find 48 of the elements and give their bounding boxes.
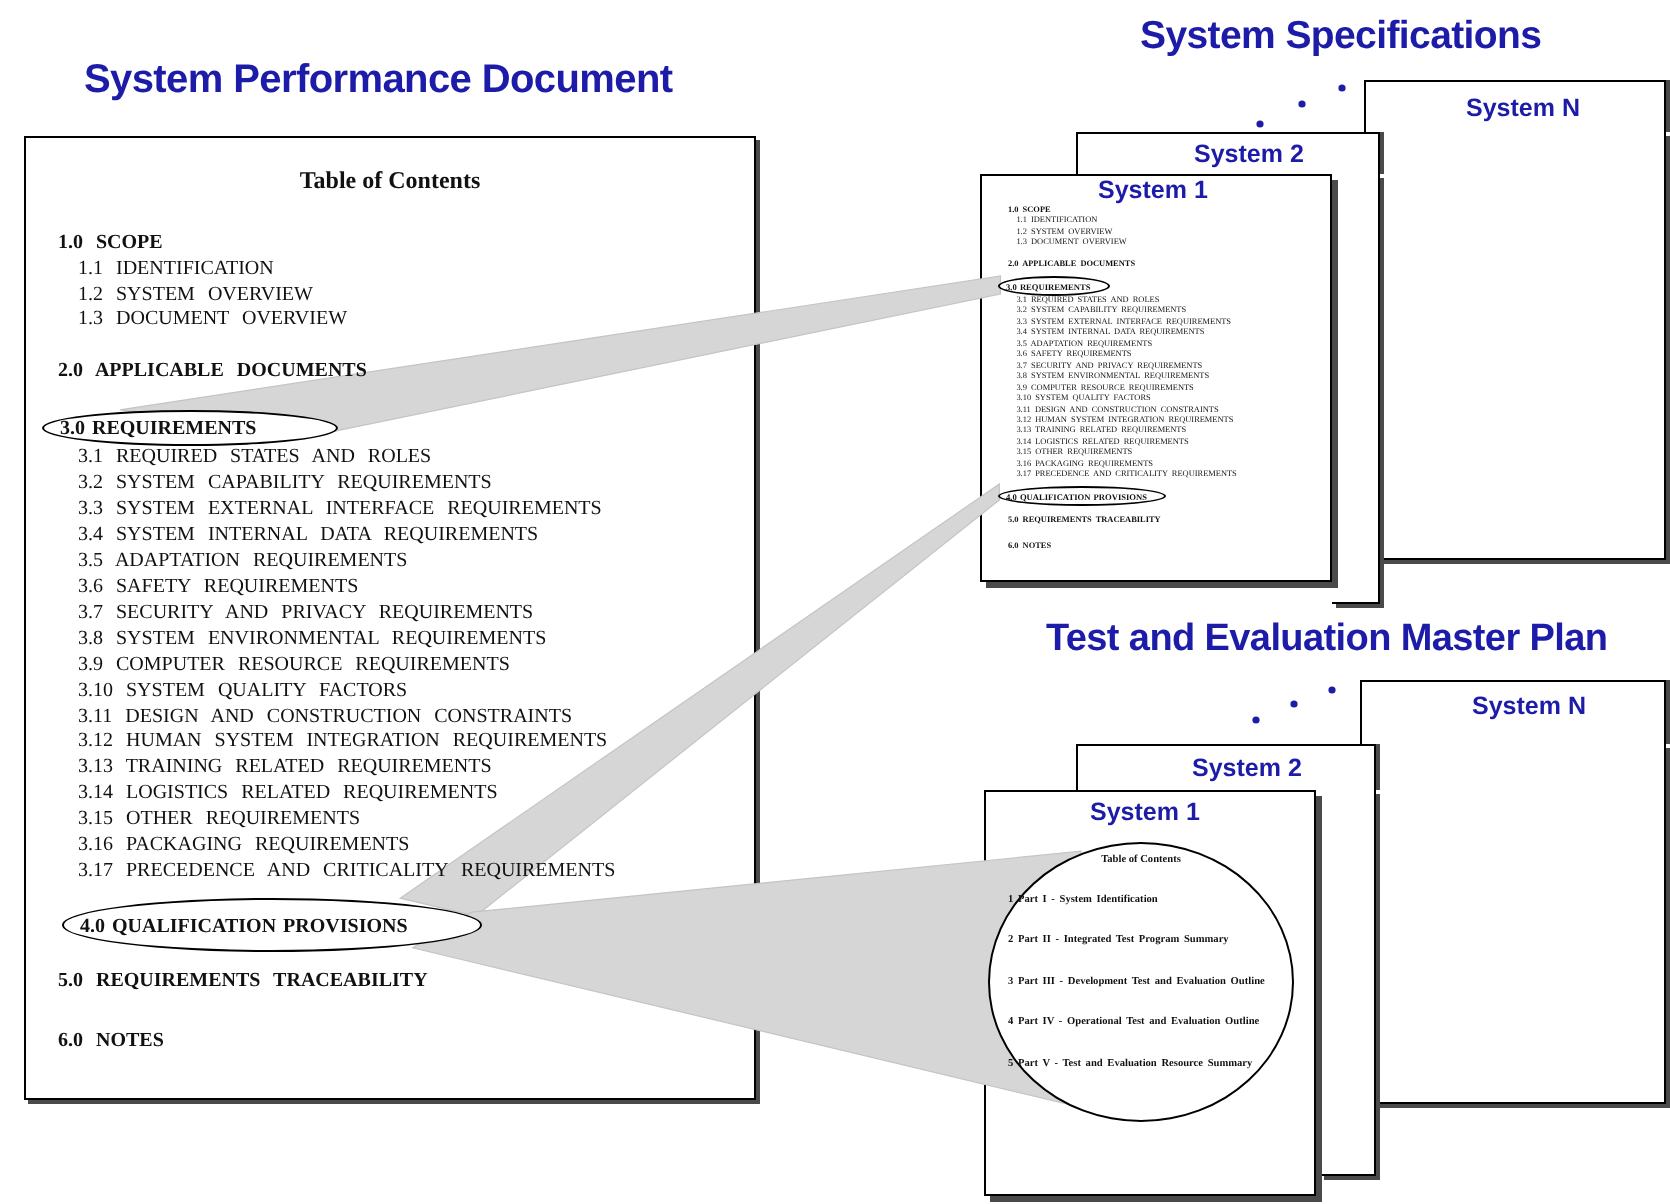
page-heading: System N [1466,94,1580,122]
toc-entry: 3.0 REQUIREMENTS [60,418,257,442]
page-heading: System 1 [1098,176,1208,204]
toc-entry: 3.6 SAFETY REQUIREMENTS [78,575,359,600]
section-heading: Test and Evaluation Master Plan [1046,616,1608,664]
document-page [980,174,1332,582]
document-page [984,790,1316,1196]
toc-entry: 2.0 APPLICABLE DOCUMENTS [58,360,367,384]
toc-entry: 3.15 OTHER REQUIREMENTS [78,808,361,833]
toc-entry: 4.0 QUALIFICATION PROVISIONS [80,915,408,939]
document-page [1360,680,1666,744]
document-page [1364,80,1666,132]
toc-entry: 3.1 REQUIRED STATES AND ROLES [78,446,432,470]
highlight-oval [998,486,1166,506]
toc-entry: 3.3 SYSTEM EXTERNAL INTERFACE REQUIREMENTS [78,497,602,522]
page-heading: System 2 [1192,754,1302,782]
toc-entry: 3.4 SYSTEM INTERNAL DATA REQUIREMENTS [78,523,539,548]
toc-entry: 1.1 IDENTIFICATION [78,258,274,282]
toc-entry: 3.9 COMPUTER RESOURCE REQUIREMENTS [78,653,510,678]
document-page [1076,744,1376,790]
callout-wedge [119,275,1002,433]
document-page [1076,132,1380,174]
toc-entry: 3.17 PRECEDENCE AND CRITICALITY REQUIREMENTS [78,860,616,885]
page-heading: System 2 [1194,140,1304,168]
document-page [24,136,756,1100]
toc-entry: 3.8 SYSTEM ENVIRONMENTAL REQUIREMENTS [78,627,547,652]
toc-entry: 6.0 NOTES [58,1030,164,1054]
toc-entry: 3.12 HUMAN SYSTEM INTEGRATION REQUIREMENTS [78,730,608,755]
page-heading: System N [1472,692,1586,720]
toc-entry: 3.5 ADAPTATION REQUIREMENTS [78,549,408,574]
callout-wedge [398,482,1000,917]
toc-entry: 3.16 PACKAGING REQUIREMENTS [78,834,410,859]
highlight-oval [998,276,1110,296]
toc-entry: 1.2 SYSTEM OVERVIEW [78,284,313,308]
toc-entry: 1.0 SCOPE [58,232,163,256]
toc-entry: 5.0 REQUIREMENTS TRACEABILITY [58,970,428,994]
toc-entry: 3.2 SYSTEM CAPABILITY REQUIREMENTS [78,471,492,496]
callout-wedge [411,850,1088,1110]
toc-entry: 3.7 SECURITY AND PRIVACY REQUIREMENTS [78,601,534,626]
toc-entry: 3.11 DESIGN AND CONSTRUCTION CONSTRAINTS [78,705,573,729]
page-heading: System 1 [1090,798,1200,826]
section-heading: System Specifications [1140,12,1542,60]
section-heading: System Performance Document [84,56,673,104]
toc-entry: 3.14 LOGISTICS RELATED REQUIREMENTS [78,782,498,807]
toc-entry: 3.13 TRAINING RELATED REQUIREMENTS [78,756,492,781]
toc-heading: Table of Contents [297,166,483,194]
toc-entry: 3.10 SYSTEM QUALITY FACTORS [78,679,408,704]
toc-entry: 1.3 DOCUMENT OVERVIEW [78,308,348,332]
